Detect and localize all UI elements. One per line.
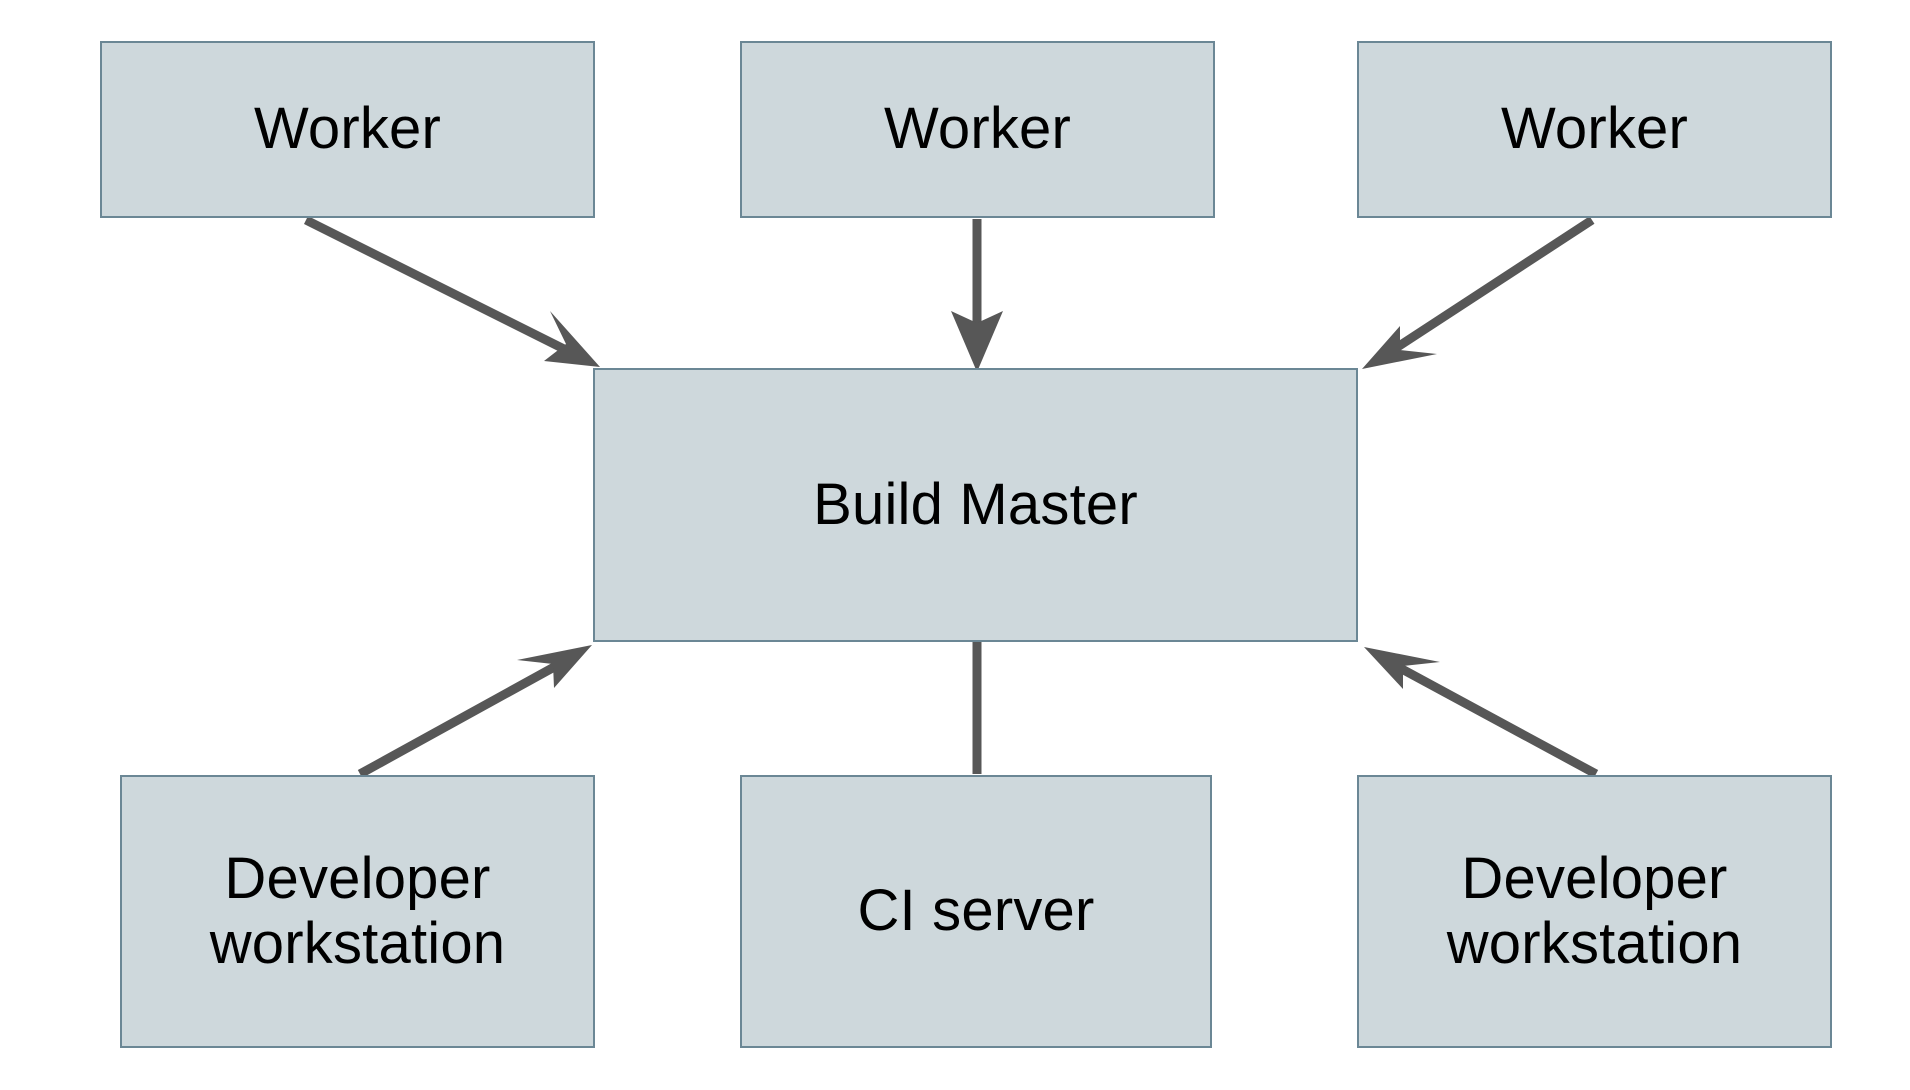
node-build-master-label: Build Master: [813, 471, 1138, 537]
node-worker-2-label: Worker: [883, 96, 1072, 162]
node-ci-server[interactable]: CI server: [740, 775, 1212, 1048]
node-worker-2[interactable]: Worker: [740, 41, 1215, 218]
node-worker-3[interactable]: Worker: [1357, 41, 1832, 218]
node-ci-server-label: CI server: [857, 878, 1095, 944]
node-build-master[interactable]: Build Master: [593, 368, 1358, 642]
edge-worker-2-to-build-master: [951, 219, 1003, 372]
node-worker-1-label: Worker: [253, 96, 442, 162]
node-developer-workstation-left[interactable]: Developer workstation: [120, 775, 595, 1048]
node-worker-1[interactable]: Worker: [100, 41, 595, 218]
edge-worker-1-to-build-master: [303, 215, 600, 367]
node-developer-workstation-left-label: Developer workstation: [209, 845, 506, 976]
node-developer-workstation-right-label: Developer workstation: [1446, 845, 1743, 976]
node-worker-3-label: Worker: [1500, 96, 1689, 162]
edge-dev-ws-left-to-build-master: [357, 645, 592, 778]
edge-dev-ws-right-to-build-master: [1364, 647, 1599, 778]
edge-worker-3-to-build-master: [1362, 216, 1595, 369]
node-developer-workstation-right[interactable]: Developer workstation: [1357, 775, 1832, 1048]
